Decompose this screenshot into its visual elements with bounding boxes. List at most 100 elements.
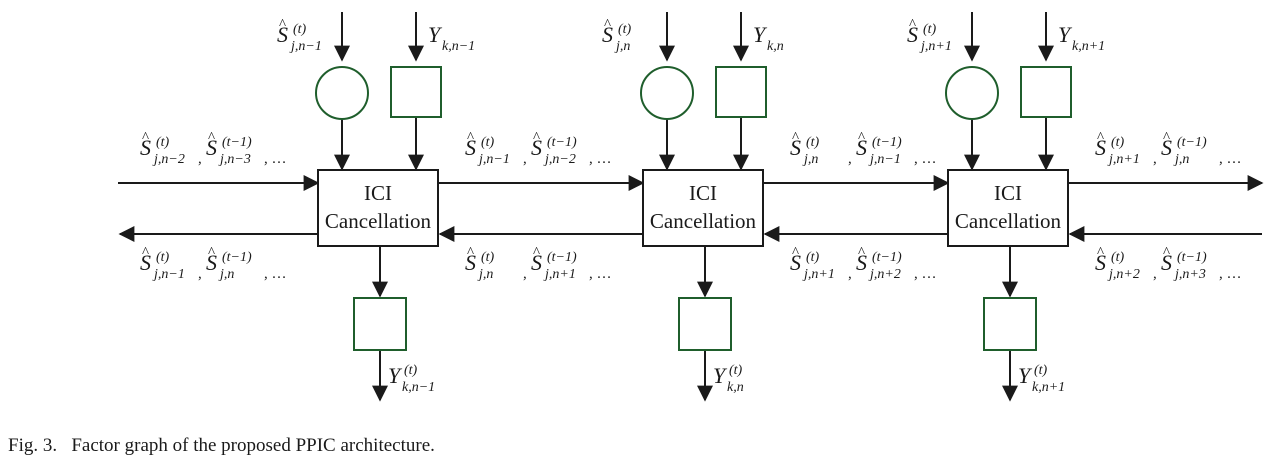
- forward-message-label: S^(t)j,n−1,S^(t−1)j,n−2 , …: [465, 130, 612, 167]
- math-subscript: j,n−2: [543, 152, 576, 167]
- math-superscript: (t−1): [547, 250, 577, 265]
- comma: ,: [523, 266, 527, 282]
- math-base: Y: [388, 363, 403, 388]
- math-subscript: k,n+1: [1072, 39, 1105, 54]
- forward-message-label: S^(t)j,n,S^(t−1)j,n−1, …: [790, 130, 937, 167]
- math-superscript: (t−1): [872, 250, 902, 265]
- hat-accent: ^: [1163, 130, 1170, 146]
- math-subscript: j,n+3: [1173, 267, 1206, 282]
- comma: ,: [523, 151, 527, 167]
- math-base: S: [140, 250, 151, 275]
- math-base: S: [856, 250, 867, 275]
- math-superscript: (t−1): [1177, 250, 1207, 265]
- comma: ,: [198, 266, 202, 282]
- hat-accent: ^: [467, 245, 474, 261]
- math-subscript: j,n: [477, 267, 493, 282]
- math-superscript: (t): [806, 250, 820, 265]
- math-base: S: [907, 22, 918, 47]
- ici-label: ICI: [994, 181, 1022, 205]
- message-term: S^(t−1)j,n+2: [856, 245, 902, 282]
- input-s-label: S^(t)j,n+1: [907, 17, 952, 54]
- math-subscript: k,n−1: [402, 380, 435, 395]
- ici-block-group: ICI Cancellation: [315, 66, 442, 351]
- math-base: S: [465, 250, 476, 275]
- math-base: Y: [713, 363, 728, 388]
- cancellation-label: Cancellation: [325, 209, 432, 233]
- math-subscript: j,n+1: [802, 267, 835, 282]
- math-subscript: k,n+1: [1032, 380, 1065, 395]
- math-base: S: [1161, 250, 1172, 275]
- output-y-label: Y(t) k,n+1: [1018, 363, 1065, 395]
- math-subscript: j,n: [218, 267, 234, 282]
- math-base: S: [531, 250, 542, 275]
- math-subscript: j,n+1: [1107, 152, 1140, 167]
- math-superscript: (t): [293, 22, 307, 37]
- hat-accent: ^: [858, 130, 865, 146]
- math-base: Y: [1058, 22, 1073, 47]
- message-term: S^(t)j,n: [465, 245, 495, 282]
- math-subscript: j,n: [802, 152, 818, 167]
- backward-message-label: S^(t)j,n+1,S^(t−1)j,n+2, …: [790, 245, 937, 282]
- math-base: S: [1095, 250, 1106, 275]
- message-term: S^(t−1)j,n+3: [1161, 245, 1207, 282]
- ici-cancellation-block: [317, 169, 439, 247]
- math-subscript: j,n−1: [477, 152, 510, 167]
- math-superscript: (t): [1034, 363, 1048, 378]
- math-superscript: (t): [806, 135, 820, 150]
- variable-node-circle: [315, 66, 369, 120]
- ellipsis: , …: [264, 266, 287, 282]
- math-subscript: j,n+1: [543, 267, 576, 282]
- math-base: S: [465, 135, 476, 160]
- hat-accent: ^: [1097, 130, 1104, 146]
- output-y-label: Y(t)k,n−1: [388, 363, 435, 395]
- math-superscript: (t): [156, 250, 170, 265]
- backward-message-label: S^(t)j,n+2,S^(t−1)j,n+3, …: [1095, 245, 1242, 282]
- ici-label: ICI: [364, 181, 392, 205]
- message-term: S^(t)j,n+1: [1095, 130, 1140, 167]
- math-base: S: [856, 135, 867, 160]
- math-superscript: (t): [1111, 250, 1125, 265]
- comma: ,: [848, 151, 852, 167]
- message-term: S^(t−1)j,n−2: [531, 130, 577, 167]
- input-s-label: S^(t)j,n: [602, 17, 632, 54]
- ici-block-group: ICI Cancellation: [945, 66, 1072, 351]
- math-subscript: j,n+1: [919, 39, 952, 54]
- hat-accent: ^: [909, 17, 916, 33]
- hat-accent: ^: [1097, 245, 1104, 261]
- message-term: S^(t)j,n−1: [465, 130, 510, 167]
- message-term: S^(t)j,n−2: [140, 130, 185, 167]
- math-superscript: (t−1): [222, 250, 252, 265]
- output-y-label: Y(t)k,n: [713, 363, 744, 395]
- hat-accent: ^: [208, 130, 215, 146]
- variable-node-circle: [640, 66, 694, 120]
- hat-accent: ^: [792, 130, 799, 146]
- factor-node-square: [715, 66, 767, 118]
- comma: ,: [198, 151, 202, 167]
- hat-accent: ^: [208, 245, 215, 261]
- ici-label: ICI: [689, 181, 717, 205]
- math-subscript: j,n−1: [868, 152, 901, 167]
- hat-accent: ^: [467, 130, 474, 146]
- math-base: S: [1095, 135, 1106, 160]
- message-term: S^ (t) j,n: [790, 130, 820, 167]
- math-subscript: j,n−1: [152, 267, 185, 282]
- math-superscript: (t): [618, 22, 632, 37]
- math-subscript: j,n−1: [289, 39, 322, 54]
- message-term: S^(t−1)j,n−1: [856, 130, 902, 167]
- message-term: S^(t−1)j,n: [1161, 130, 1207, 167]
- ici-cancellation-block: [947, 169, 1069, 247]
- math-superscript: (t−1): [222, 135, 252, 150]
- hat-accent: ^: [142, 130, 149, 146]
- math-base: S: [1161, 135, 1172, 160]
- math-base: S: [140, 135, 151, 160]
- math-base: S: [790, 135, 801, 160]
- math-superscript: (t): [729, 363, 743, 378]
- ellipsis: , …: [589, 151, 612, 167]
- cancellation-label: Cancellation: [955, 209, 1062, 233]
- math-base: Y: [1018, 363, 1033, 388]
- forward-message-label: S^(t)j,n−2,S^(t−1)j,n−3, …: [140, 130, 287, 167]
